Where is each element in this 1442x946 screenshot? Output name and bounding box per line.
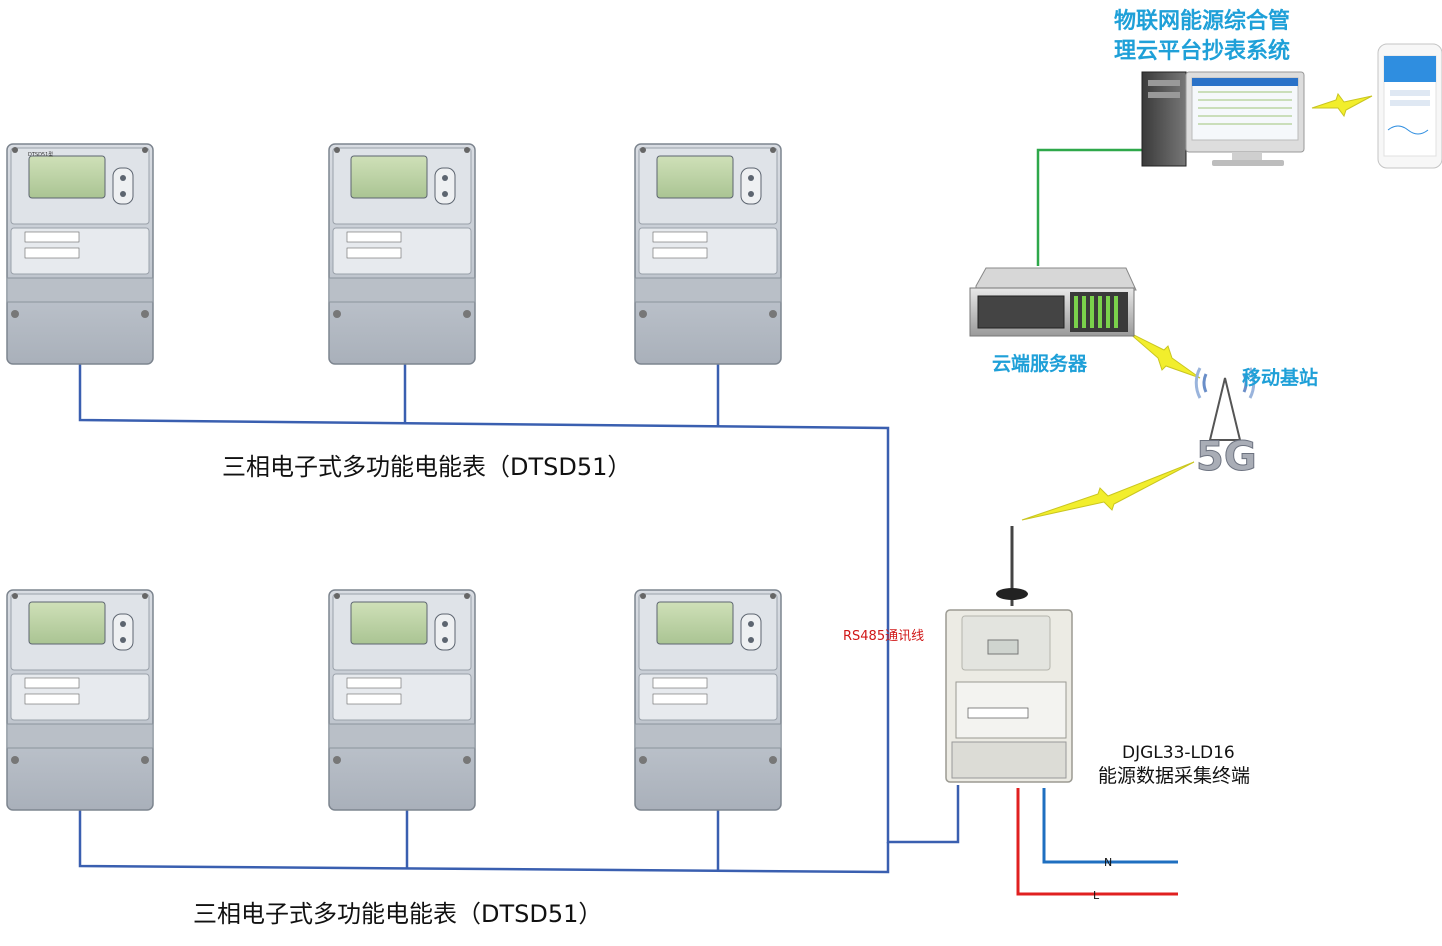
base-station-label: 移动基站 <box>1242 366 1318 389</box>
meter-bottom-2 <box>328 589 476 811</box>
rs485-bus-lines <box>78 362 960 874</box>
cloud-server-label: 云端服务器 <box>992 352 1088 375</box>
meter-group-label-top: 三相电子式多功能电能表（DTSD51） <box>222 453 631 481</box>
base-station-icon: 5G <box>1194 367 1257 481</box>
mobile-phone-icon <box>1377 43 1442 169</box>
data-collection-terminal <box>945 526 1073 783</box>
meter-model-text: DTSD51型 <box>28 151 53 158</box>
meter-top-2 <box>328 143 476 365</box>
platform-computer-icon <box>1141 71 1305 167</box>
meter-group-label-bottom: 三相电子式多功能电能表（DTSD51） <box>193 900 602 928</box>
power-wires <box>1016 788 1178 896</box>
cloud-server-icon <box>969 267 1137 337</box>
network-line <box>1036 148 1142 266</box>
platform-title-line2: 理云平台抄表系统 <box>1114 38 1290 64</box>
neutral-label: N <box>1104 856 1112 869</box>
svg-text:5G: 5G <box>1196 434 1257 480</box>
rs485-label: RS485通讯线 <box>843 629 924 644</box>
meter-top-1 <box>6 143 154 365</box>
meter-bottom-3 <box>634 589 782 811</box>
platform-title-line1: 物联网能源综合管 <box>1114 8 1290 34</box>
terminal-model: DJGL33-LD16 <box>1122 743 1235 763</box>
live-label: L <box>1093 889 1100 902</box>
meter-top-3 <box>634 143 782 365</box>
wireless-links <box>1021 92 1373 521</box>
terminal-name: 能源数据采集终端 <box>1098 765 1250 787</box>
meter-bottom-1 <box>6 589 154 811</box>
